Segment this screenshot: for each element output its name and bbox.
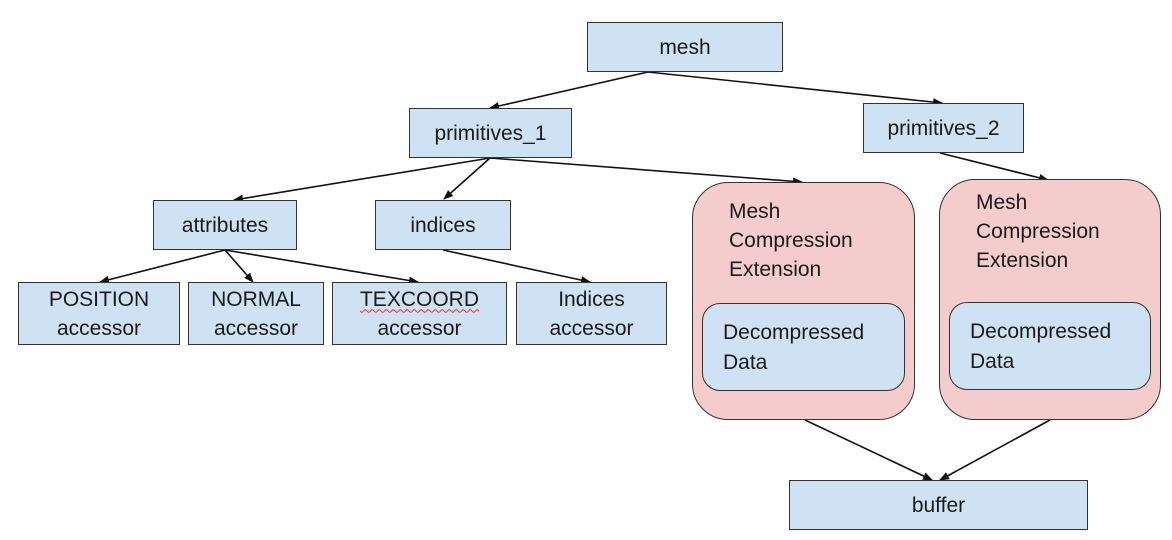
extension-title-line: Compression — [729, 229, 853, 252]
mesh-compression-extension-2: Mesh Compression Extension Decompressed … — [939, 179, 1161, 420]
node-primitives-1: primitives_1 — [409, 108, 572, 158]
edge-attributes-normal — [224, 249, 254, 283]
node-label-line2: accessor — [213, 316, 299, 340]
node-normal-accessor: NORMAL accessor — [188, 282, 324, 345]
node-label: primitives_2 — [887, 116, 1000, 140]
edge-primitives2-extension2 — [939, 152, 1049, 182]
node-position-accessor: POSITION accessor — [18, 282, 180, 345]
edge-extension1-buffer — [804, 419, 933, 481]
extension-title: Mesh Compression Extension — [729, 197, 853, 284]
node-label-line1: Indices — [558, 287, 625, 311]
node-indices-accessor: Indices accessor — [516, 282, 667, 345]
node-label-line1: POSITION — [48, 287, 150, 311]
node-label-line2: accessor — [549, 316, 634, 340]
extension-title: Mesh Compression Extension — [976, 188, 1100, 275]
decompressed-data-2: Decompressed Data — [949, 302, 1151, 390]
edge-primitives1-attributes — [233, 157, 491, 203]
node-label: mesh — [659, 35, 711, 59]
extension-title-line: Extension — [729, 258, 822, 281]
extension-title-line: Compression — [976, 220, 1100, 243]
decompressed-label-line: Decompressed — [970, 320, 1112, 343]
edge-mesh-primitives1 — [489, 71, 649, 110]
node-label-line1: TEXCOORD — [359, 287, 479, 311]
node-primitives-2: primitives_2 — [863, 103, 1024, 153]
edge-indices-indicesaccessor — [442, 249, 591, 284]
edge-attributes-position — [99, 249, 226, 284]
node-texcoord-accessor: TEXCOORD accessor — [332, 282, 507, 345]
edge-primitives1-extension1 — [489, 157, 803, 186]
edge-primitives1-indices — [443, 157, 491, 200]
mesh-compression-extension-1: Mesh Compression Extension Decompressed … — [692, 182, 915, 420]
decompressed-label-line: Data — [970, 350, 1015, 373]
node-indices: indices — [375, 200, 511, 250]
node-attributes: attributes — [153, 200, 297, 250]
edge-attributes-texcoord — [224, 249, 419, 285]
extension-title-line: Extension — [976, 249, 1069, 272]
extension-title-line: Mesh — [729, 200, 781, 223]
node-label: buffer — [911, 493, 966, 517]
node-label: primitives_1 — [434, 121, 547, 145]
node-label: attributes — [181, 213, 269, 237]
edge-extension2-buffer — [939, 419, 1051, 481]
edge-mesh-primitives2 — [647, 71, 943, 107]
node-mesh: mesh — [587, 22, 783, 72]
node-label-line1: NORMAL — [211, 287, 301, 311]
decompressed-data-1: Decompressed Data — [702, 303, 905, 391]
decompressed-label-line: Data — [723, 351, 768, 374]
node-label-line2: accessor — [377, 316, 462, 340]
node-buffer: buffer — [789, 480, 1088, 530]
node-label: indices — [410, 213, 476, 237]
decompressed-label-line: Decompressed — [723, 321, 865, 344]
node-label-line2: accessor — [56, 316, 142, 340]
extension-title-line: Mesh — [976, 191, 1028, 214]
